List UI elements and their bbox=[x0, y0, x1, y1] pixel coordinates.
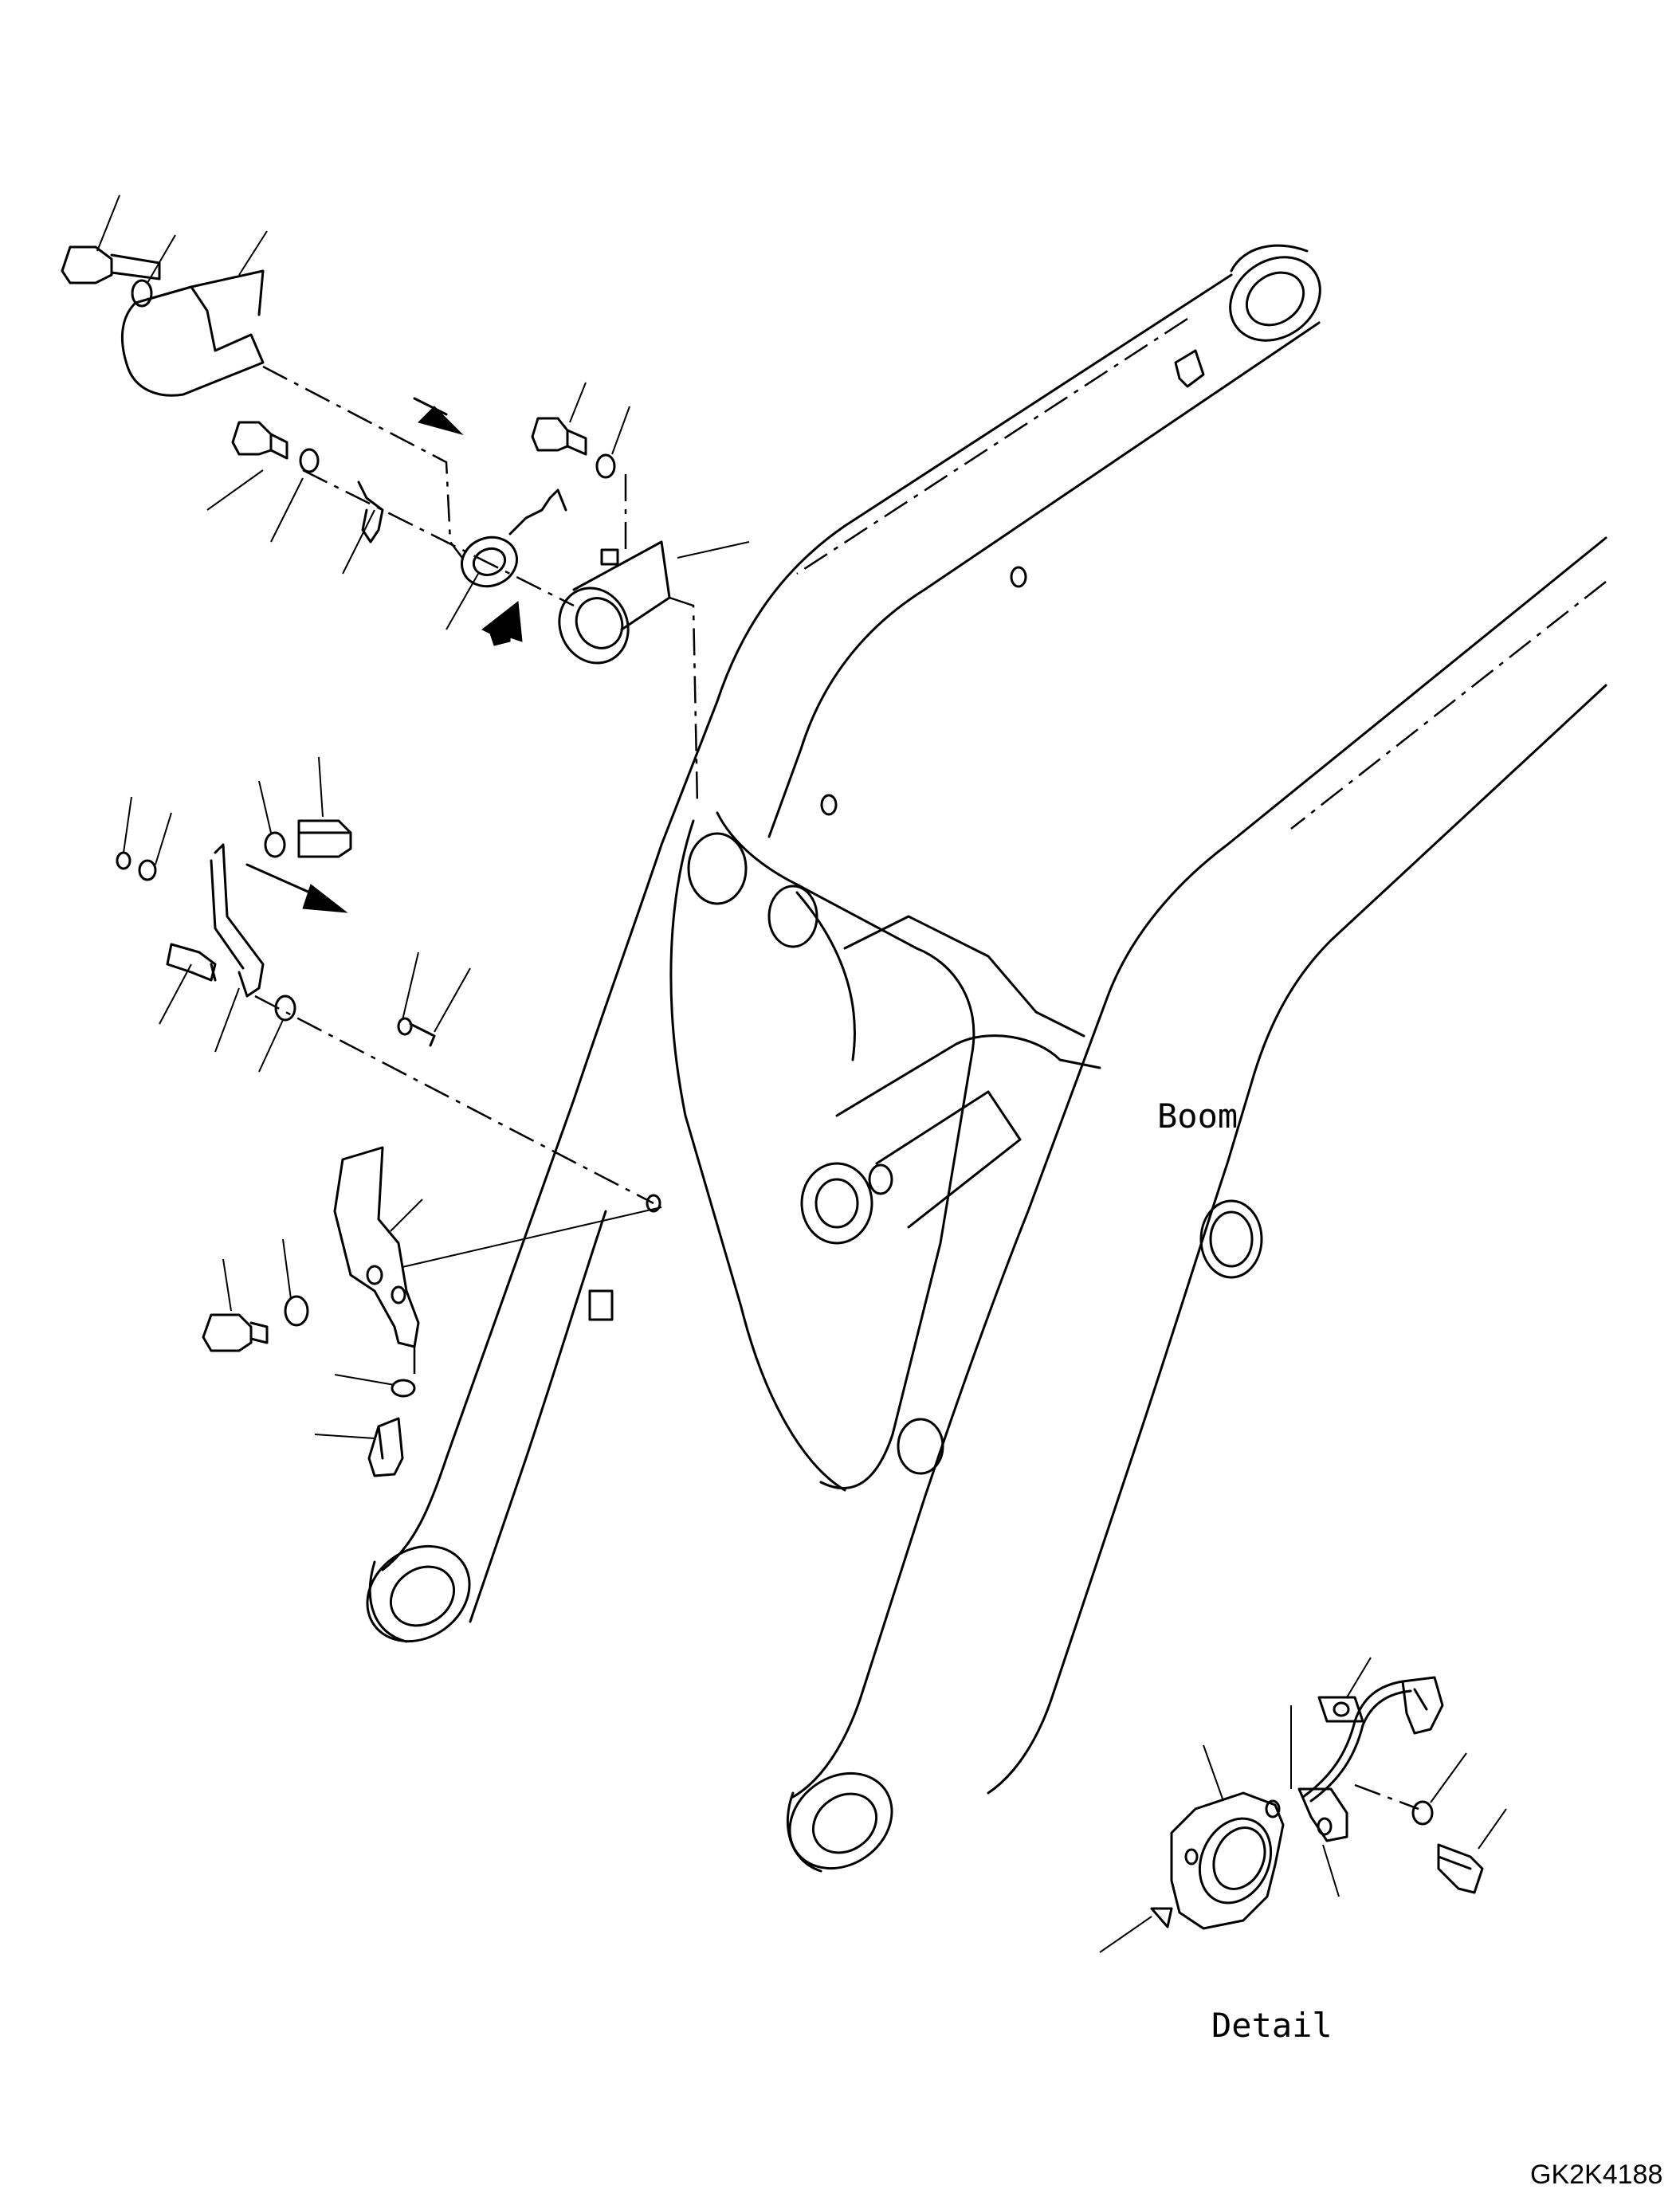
boom-arm bbox=[366, 244, 1607, 1873]
drawing-code: GK2K4188 bbox=[1530, 2160, 1662, 2190]
sensor-mount-assembly bbox=[206, 382, 750, 806]
link-rod-assembly bbox=[116, 756, 654, 1205]
boom-label: Boom bbox=[1157, 1097, 1238, 1136]
top-cover-assembly bbox=[61, 194, 464, 559]
bracket-assembly bbox=[202, 1146, 662, 1477]
detail-view bbox=[1099, 1657, 1507, 1953]
detail-label: Detail bbox=[1211, 2006, 1333, 2045]
